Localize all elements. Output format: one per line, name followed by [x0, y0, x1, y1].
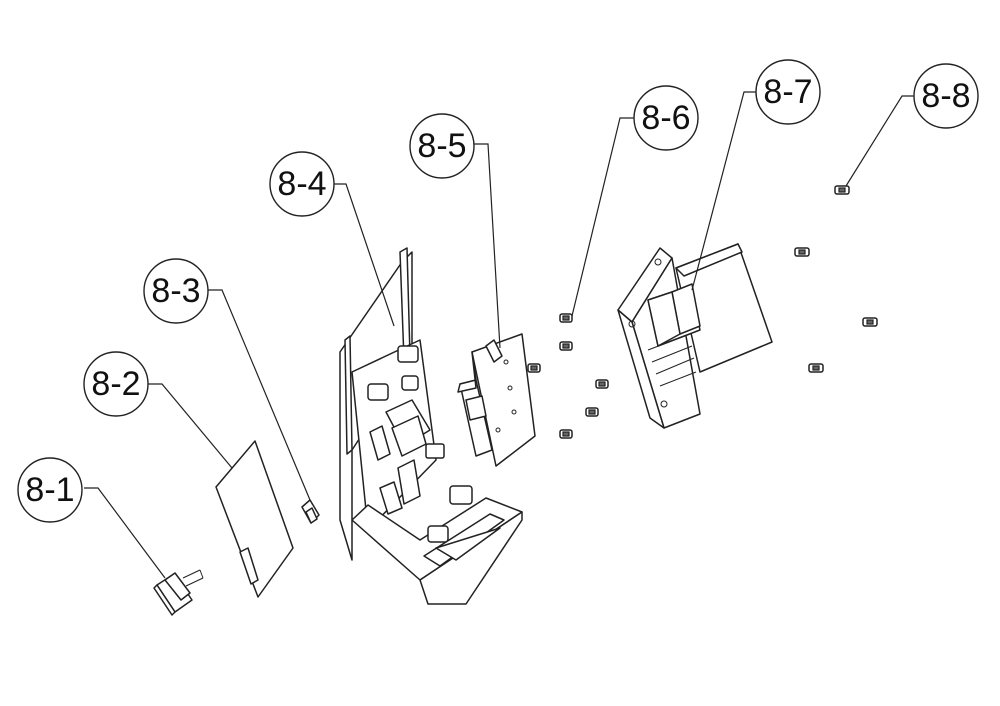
- leader-8-5: [474, 143, 501, 349]
- part-8-4-frame: [339, 247, 523, 605]
- callout-8-3: 8-3: [143, 258, 209, 324]
- callout-8-8: 8-8: [913, 63, 979, 129]
- part-8-8-screws: [794, 185, 878, 373]
- callout-8-4-label: 8-4: [277, 165, 326, 203]
- callout-8-8-label: 8-8: [921, 77, 970, 115]
- part-8-3-clip: [301, 499, 320, 524]
- leader-8-1: [84, 487, 166, 579]
- leader-8-7: [691, 91, 756, 291]
- callout-8-1-label: 8-1: [25, 471, 74, 509]
- leader-lines: [84, 91, 914, 579]
- callout-8-6: 8-6: [633, 85, 699, 151]
- callout-8-4: 8-4: [269, 151, 335, 217]
- part-8-5-board: [457, 333, 536, 467]
- callout-8-2: 8-2: [83, 351, 149, 417]
- callout-8-5-label: 8-5: [417, 127, 466, 165]
- leader-8-6: [571, 117, 634, 317]
- callout-8-6-label: 8-6: [641, 99, 690, 137]
- callout-8-7-label: 8-7: [763, 73, 812, 111]
- part-8-2-cover-plate: [215, 440, 294, 598]
- part-8-1-switch: [153, 569, 204, 616]
- callout-8-2-label: 8-2: [91, 365, 140, 403]
- callout-8-3-label: 8-3: [151, 272, 200, 310]
- part-8-7-housing: [617, 243, 773, 429]
- leader-8-4: [334, 183, 395, 327]
- leader-8-8: [845, 95, 914, 187]
- callout-8-1: 8-1: [17, 457, 83, 523]
- callout-8-5: 8-5: [409, 113, 475, 179]
- leader-8-3: [208, 289, 311, 501]
- callout-8-7: 8-7: [755, 59, 821, 125]
- leader-8-2: [148, 383, 233, 469]
- part-8-6-screws: [527, 313, 609, 439]
